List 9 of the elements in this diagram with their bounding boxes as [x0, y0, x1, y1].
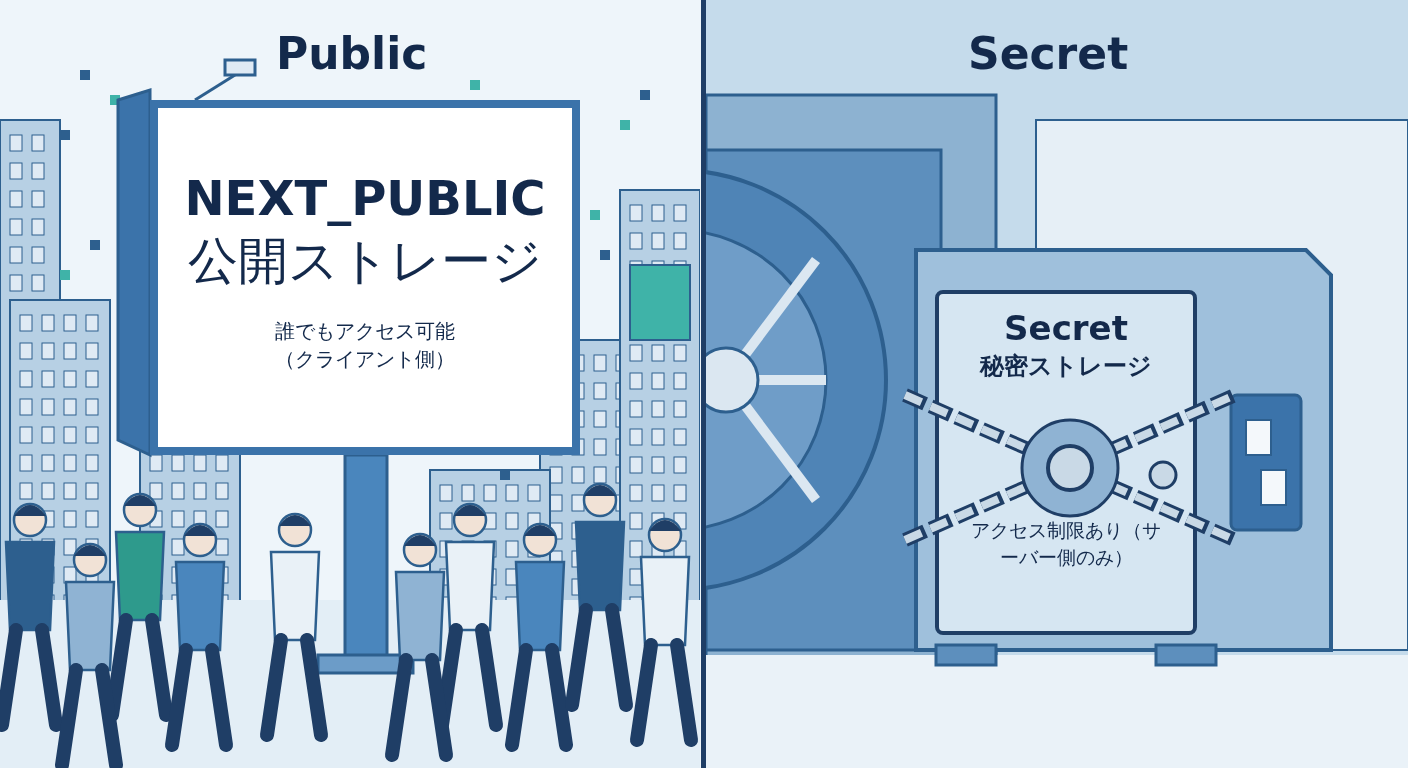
panel-heading: Secret: [968, 28, 1129, 79]
billboard-heading: NEXT_PUBLIC: [184, 170, 546, 226]
safe-heading: Secret: [1004, 308, 1128, 348]
panel-heading: Public: [276, 28, 428, 79]
safe-subheading: 秘密ストレージ: [980, 351, 1152, 382]
billboard: [150, 100, 580, 455]
billboard-subheading: 公開ストレージ: [188, 231, 542, 292]
safe-note: アクセス制限あり（サーバー側のみ）: [970, 518, 1162, 570]
billboard-note: 誰でもアクセス可能（クライアント側）: [274, 318, 456, 373]
